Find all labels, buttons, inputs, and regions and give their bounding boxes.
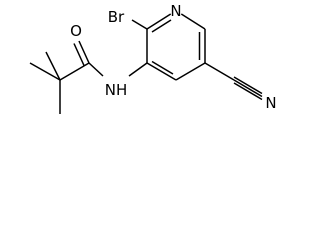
bond-c4-c3 (146, 62, 177, 81)
nitrile-triple-bond-1 (233, 76, 263, 95)
bond-c3-nh (128, 62, 148, 77)
bond-c5-c4 (175, 62, 206, 81)
bond-carbonyl-o-double (73, 43, 85, 66)
atom-label-nh: NH (105, 81, 128, 99)
bond-n-c6 (180, 13, 206, 30)
nitrile-triple-bond-3 (233, 82, 263, 101)
atom-label-ring-nitrogen: N (170, 2, 181, 20)
bond-c4-c3-double (151, 60, 174, 75)
bond-quaternary-methyl-left (29, 62, 61, 81)
bond-quaternary-methyl-upper (45, 51, 61, 81)
atom-label-oxygen: O (70, 22, 82, 40)
atom-label-nitrile-nitrogen: N (265, 94, 276, 112)
bond-nh-carbonyl (88, 62, 104, 77)
bond-c2-n (146, 13, 172, 30)
bond-c2-br (131, 19, 148, 30)
bond-carbonyl-quaternary (59, 62, 90, 81)
pyridine-ring (146, 13, 206, 81)
atom-label-bromine: Br (108, 8, 125, 26)
bond-carbonyl-o (78, 40, 90, 64)
bond-c2-n-double (151, 19, 172, 33)
bond-c5-cn (204, 62, 235, 81)
chemical-structure-diagram: O NH Br N N (29, 2, 277, 114)
nitrile-triple-bond-2 (233, 79, 263, 98)
